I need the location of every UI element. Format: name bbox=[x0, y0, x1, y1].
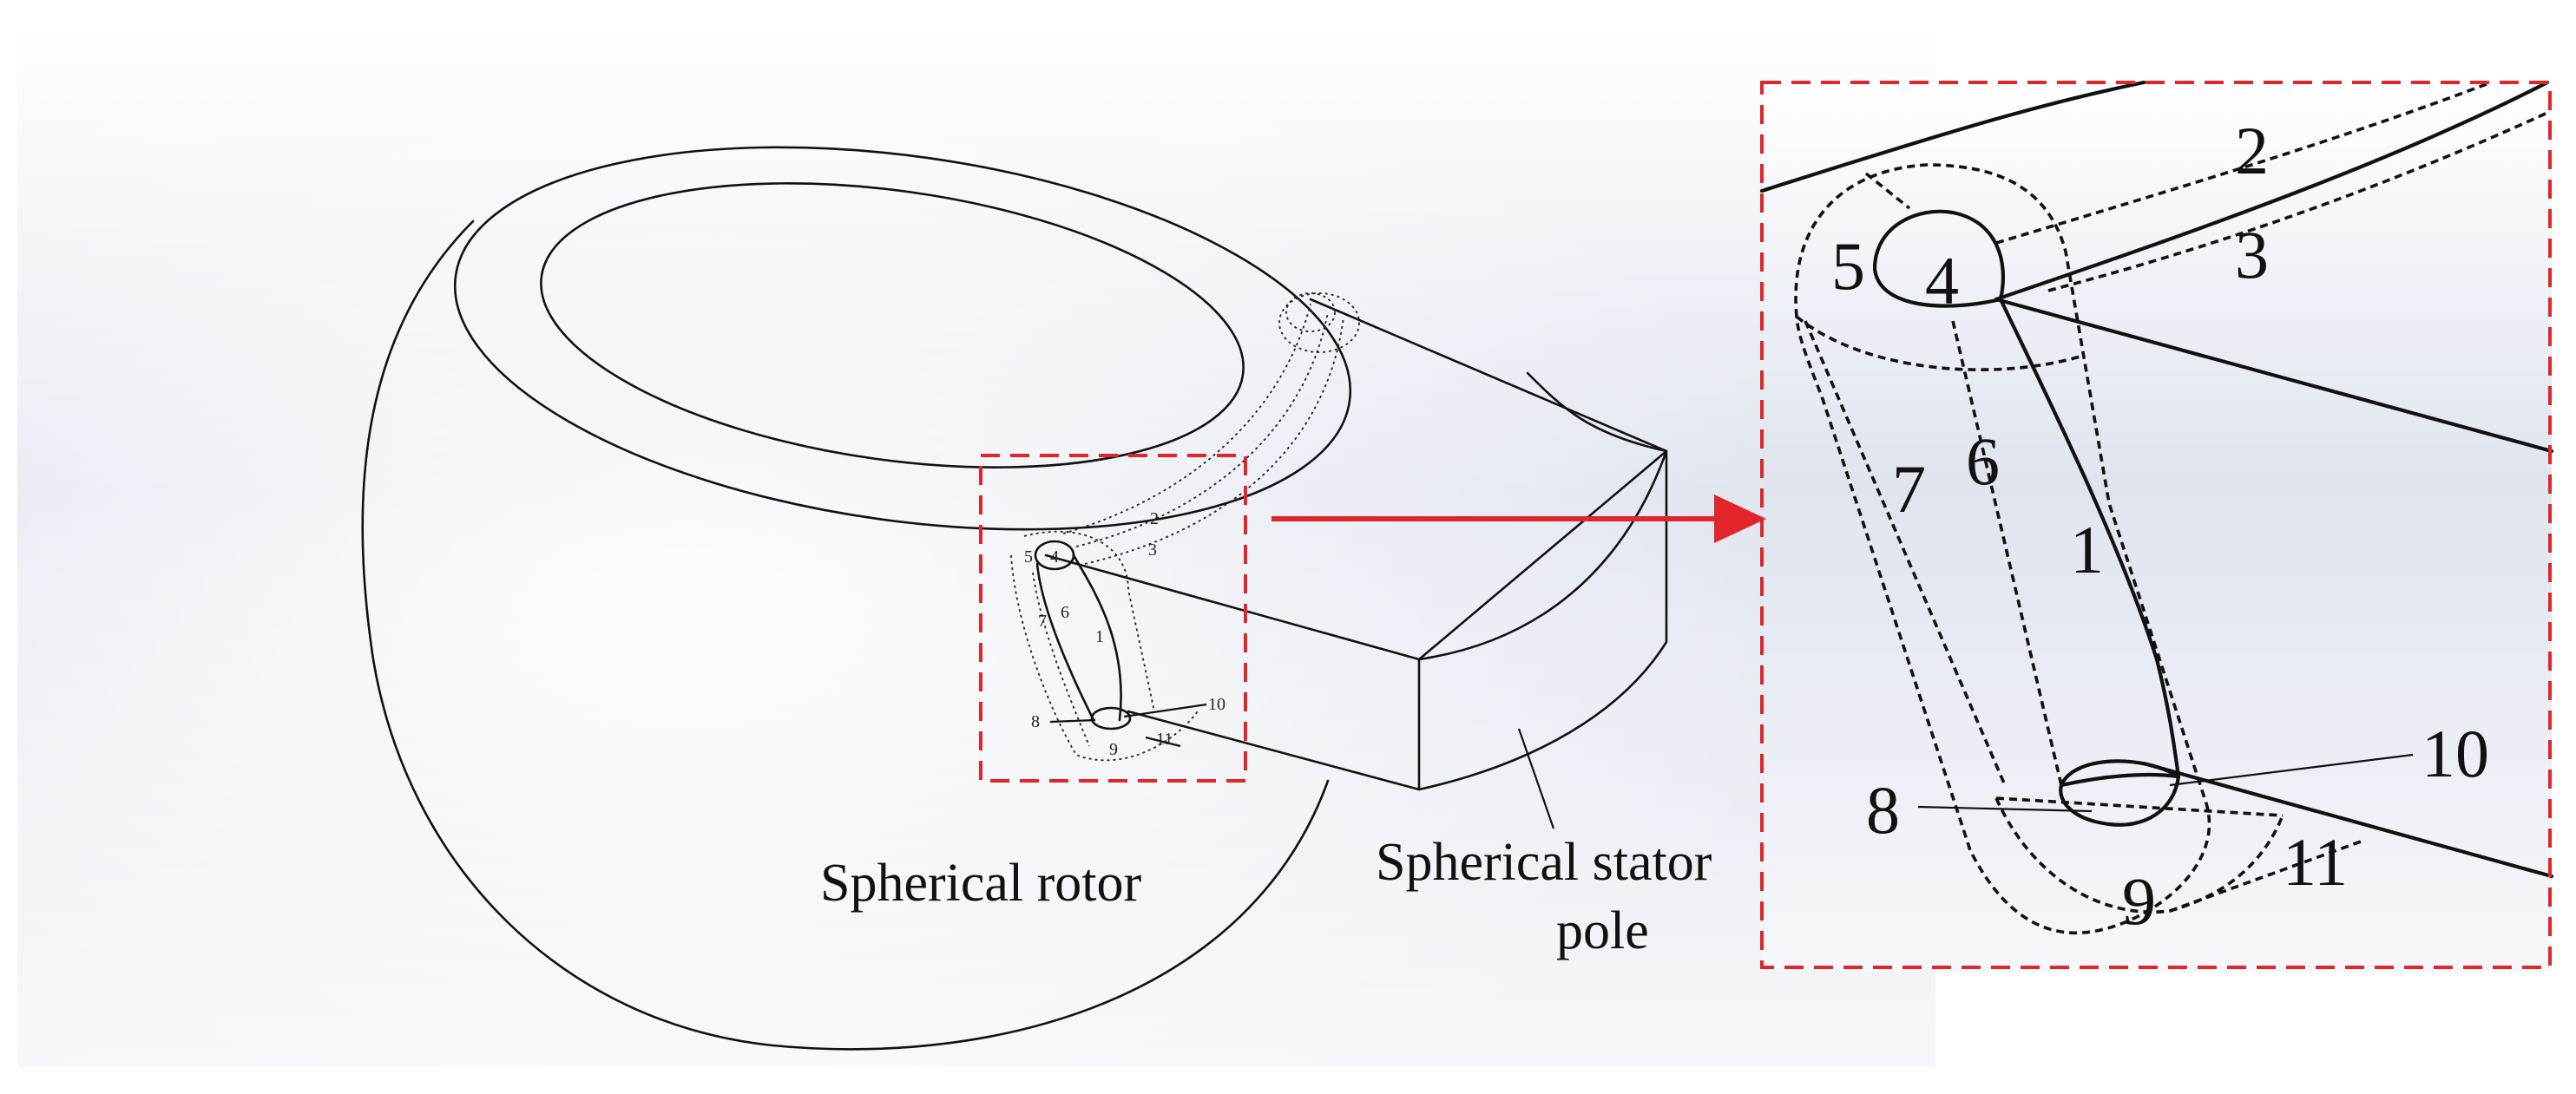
small-number-4: 4 bbox=[1050, 547, 1059, 567]
coil-conductor bbox=[1072, 554, 1122, 722]
small-number-2: 2 bbox=[1150, 509, 1159, 528]
stator-front-face bbox=[1417, 449, 1668, 791]
zoom-number-10: 10 bbox=[2422, 716, 2489, 791]
zoom-dashed-arc-1 bbox=[1864, 172, 1911, 210]
small-number-9: 9 bbox=[1109, 740, 1118, 759]
rotor-top-rim-outer bbox=[453, 146, 1352, 531]
zoom-conductor-main bbox=[1998, 297, 2181, 779]
zoom-conductor-top bbox=[1994, 80, 2550, 302]
zoom-arrow bbox=[1272, 495, 1766, 543]
leader-10-small bbox=[1123, 703, 1207, 718]
zoom-stator-bottom-edge bbox=[2141, 761, 2554, 879]
zoom-number-5: 5 bbox=[1831, 228, 1865, 304]
callout-box-small bbox=[979, 454, 1247, 783]
coil-dotted-top-loop bbox=[1285, 292, 1336, 332]
small-number-1: 1 bbox=[1095, 627, 1104, 646]
small-number-8: 8 bbox=[1031, 712, 1040, 731]
zoom-dashed-envelope-inner bbox=[1951, 320, 2063, 786]
zoom-dashed-envelope-mid bbox=[1804, 320, 2007, 786]
zoom-stator-edge bbox=[1994, 297, 2554, 454]
zoom-arrow-head bbox=[1714, 495, 1766, 543]
small-number-11: 11 bbox=[1156, 730, 1173, 749]
coil-dotted-envelope-3 bbox=[1032, 572, 1090, 747]
rotor-top-rim-inner bbox=[540, 182, 1245, 468]
small-number-6: 6 bbox=[1061, 603, 1069, 622]
zoom-coil-bottom-loop bbox=[2059, 759, 2181, 827]
stator-bottom-edge bbox=[1127, 710, 1421, 791]
coil-side bbox=[1035, 562, 1095, 722]
leader-stator-label bbox=[1517, 728, 1555, 829]
zoom-bottom-loop-flat bbox=[2059, 772, 2181, 788]
zoom-ring-edge bbox=[1759, 80, 2146, 193]
small-number-3: 3 bbox=[1148, 540, 1157, 560]
stator-top-face bbox=[1044, 298, 1668, 661]
callout-box-zoom bbox=[1760, 81, 2552, 969]
label-spherical-stator: Spherical stator bbox=[1376, 833, 1712, 892]
leader-10-zoom bbox=[2169, 753, 2414, 787]
zoom-number-4: 4 bbox=[1925, 243, 1959, 318]
small-number-10: 10 bbox=[1208, 695, 1226, 714]
rotor-body-outline bbox=[361, 219, 1330, 1051]
coil-numbers-zoom: 1 2 3 4 5 6 7 8 9 10 11 bbox=[1831, 113, 2489, 939]
zoom-number-9: 9 bbox=[2122, 863, 2156, 939]
zoomed-coil bbox=[1759, 80, 2554, 934]
leader-8-zoom bbox=[1917, 805, 2093, 813]
stator-top-curve bbox=[1526, 371, 1668, 453]
small-number-7: 7 bbox=[1038, 612, 1047, 631]
zoom-coil-top-loop bbox=[1872, 209, 2005, 308]
zoom-dashed-bottom-9 bbox=[1994, 797, 2284, 914]
zoom-dashed-top-ring bbox=[1795, 315, 2084, 371]
zoom-number-2: 2 bbox=[2235, 113, 2269, 188]
zoom-dashed-bottom-base bbox=[1995, 796, 2284, 817]
spherical-rotor bbox=[361, 146, 1352, 1051]
coil-dotted-arc-c bbox=[1084, 316, 1344, 565]
spherical-stator-pole bbox=[1044, 298, 1668, 791]
zoom-dashed-envelope-outer bbox=[1794, 163, 2211, 934]
coil-dotted-arc-a bbox=[1062, 303, 1311, 534]
leader-8-small bbox=[1049, 718, 1096, 724]
small-number-5: 5 bbox=[1024, 547, 1033, 567]
coil-bottom-loop bbox=[1090, 706, 1132, 730]
label-stator-pole: pole bbox=[1556, 901, 1649, 960]
coil-dotted-top-loop-2 bbox=[1278, 292, 1360, 353]
zoom-number-1: 1 bbox=[2070, 512, 2104, 587]
winding-coil-small bbox=[1010, 292, 1360, 762]
zoom-dashed-bottom-11 bbox=[2169, 840, 2362, 913]
zoom-dashed-arc-3 bbox=[2047, 111, 2548, 292]
zoom-number-11: 11 bbox=[2283, 824, 2348, 900]
label-spherical-rotor: Spherical rotor bbox=[820, 854, 1142, 913]
coil-dotted-envelope-2 bbox=[1023, 530, 1155, 712]
stator-front-curve bbox=[1417, 449, 1668, 661]
coil-numbers-small: 1 2 3 4 5 6 7 8 9 10 11 bbox=[1024, 509, 1226, 759]
coil-dotted-arc-b bbox=[1075, 311, 1329, 547]
zoom-number-6: 6 bbox=[1966, 423, 2000, 499]
zoom-number-7: 7 bbox=[1892, 451, 1926, 527]
zoom-number-8: 8 bbox=[1866, 772, 1900, 848]
leader-11-small bbox=[1145, 736, 1181, 748]
zoom-number-3: 3 bbox=[2235, 217, 2269, 292]
